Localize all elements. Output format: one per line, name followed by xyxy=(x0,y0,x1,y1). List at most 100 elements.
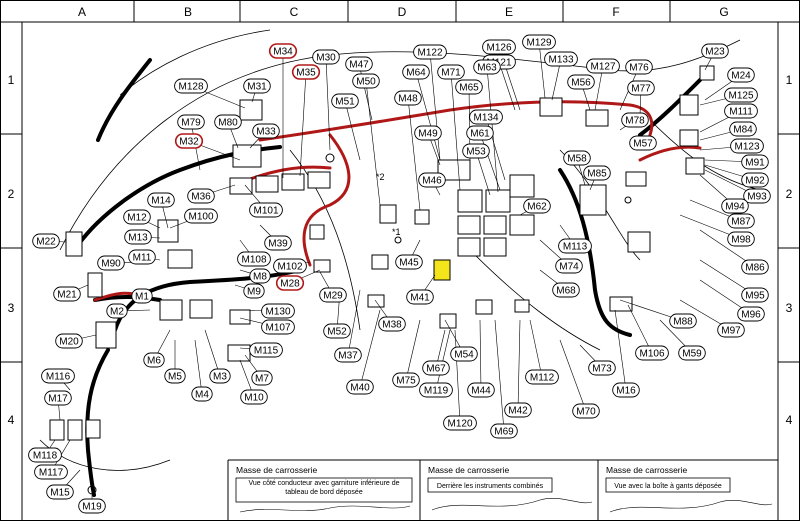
connector-label: M78 xyxy=(625,116,645,127)
connector-callout-m49: M49 xyxy=(414,125,442,141)
connector-oval xyxy=(46,484,74,500)
connector-callout-m5: M5 xyxy=(164,368,186,384)
connector-oval xyxy=(721,198,749,214)
connector-label: M64 xyxy=(406,68,426,79)
inset-caption-box-2 xyxy=(427,477,553,493)
connector-label: M54 xyxy=(454,350,474,361)
connector-oval xyxy=(625,59,653,75)
connector-label: M8 xyxy=(253,272,267,283)
leader-m61 xyxy=(479,132,501,191)
connector-callout-m80: M80 xyxy=(214,114,242,130)
row-label-3-right: 3 xyxy=(786,301,793,315)
connector-oval xyxy=(490,423,518,439)
connector-label: M120 xyxy=(447,419,472,430)
connector-callout-m12: M12 xyxy=(123,209,151,225)
connector-oval xyxy=(378,316,406,332)
row-label-2-left: 2 xyxy=(8,187,15,201)
connector-callout-m58: M58 xyxy=(563,150,591,166)
connector-oval xyxy=(724,87,758,103)
connector-callout-m57: M57 xyxy=(629,135,657,151)
leader-m50 xyxy=(365,80,381,206)
connector-label: M130 xyxy=(265,307,290,318)
inset-title-1: Masse de carrosserie xyxy=(236,465,318,475)
connector-oval xyxy=(251,370,273,386)
connector-oval xyxy=(406,289,434,305)
connector-label: M118 xyxy=(33,451,58,462)
connector-oval xyxy=(437,64,465,80)
connector-callout-m125: M125 xyxy=(724,87,758,103)
connector-callout-m85: M85 xyxy=(583,165,611,181)
connector-oval xyxy=(323,323,351,339)
connector-callout-m4: M4 xyxy=(191,386,213,402)
connector-callout-m46: M46 xyxy=(418,172,446,188)
connector-callout-m21: M21 xyxy=(53,286,81,302)
connector-oval xyxy=(249,202,283,218)
connector-label: M30 xyxy=(316,53,336,64)
connector-oval xyxy=(394,90,422,106)
row-label-1-right: 1 xyxy=(786,73,793,87)
connector-callout-m98: M98 xyxy=(727,231,755,247)
connector-oval xyxy=(28,447,62,463)
connector-label: M117 xyxy=(39,468,64,479)
connector-label: M48 xyxy=(398,94,418,105)
marker-star-1: *1 xyxy=(392,227,401,237)
connector-label: M77 xyxy=(631,84,651,95)
inset-sketches xyxy=(239,498,773,513)
connector-label: M79 xyxy=(181,118,201,129)
connector-callout-m116: M116 xyxy=(41,368,75,384)
connector-callout-m129: M129 xyxy=(522,34,556,50)
connector-label: M56 xyxy=(571,78,591,89)
connector-label: M80 xyxy=(218,118,238,129)
row-label-1-left: 1 xyxy=(8,73,15,87)
connector-label: M50 xyxy=(356,77,376,88)
connector-label: M46 xyxy=(422,176,442,187)
leader-m64 xyxy=(415,71,441,161)
connector-callout-m127: M127 xyxy=(586,58,620,74)
connector-oval xyxy=(291,64,321,80)
connector-oval xyxy=(523,198,551,214)
connector-oval xyxy=(469,109,503,125)
highlighted-component xyxy=(433,259,451,281)
connector-callout-m28: M28 xyxy=(275,275,305,291)
connector-callout-m63: M63 xyxy=(473,59,501,75)
connector-label: M11 xyxy=(133,253,152,264)
connector-label: M3 xyxy=(213,372,227,383)
row-label-4-left: 4 xyxy=(8,413,15,427)
leader-m70 xyxy=(559,339,587,412)
connector-callout-m11: M11 xyxy=(128,249,156,265)
connector-oval xyxy=(563,150,591,166)
inset-caption-3: Vue avec la boîte à gants déposée xyxy=(614,483,722,490)
connector-callout-m120: M120 xyxy=(443,415,477,431)
connector-label: M86 xyxy=(745,263,765,274)
connector-callout-m10: M10 xyxy=(240,389,268,405)
connector-oval xyxy=(78,498,106,514)
connector-oval xyxy=(555,258,583,274)
connector-callout-m52: M52 xyxy=(323,323,351,339)
connector-callout-m41: M41 xyxy=(406,289,434,305)
connector-oval xyxy=(174,78,208,94)
connector-oval xyxy=(586,58,620,74)
connector-oval xyxy=(413,44,447,60)
connector-callout-m113: M113 xyxy=(558,238,592,254)
leader-m106 xyxy=(627,304,653,354)
connector-oval xyxy=(741,172,769,188)
connector-callout-m70: M70 xyxy=(572,403,600,419)
connector-label: M39 xyxy=(268,239,288,250)
connector-oval xyxy=(187,188,215,204)
leader-m4 xyxy=(194,339,203,395)
connector-oval xyxy=(504,402,532,418)
connector-label: M112 xyxy=(530,373,555,384)
connector-callout-m45: M45 xyxy=(395,254,423,270)
connector-oval xyxy=(737,306,765,322)
connector-label: M74 xyxy=(559,262,579,273)
connector-callout-m59: M59 xyxy=(678,345,706,361)
connector-callout-m13: M13 xyxy=(124,229,152,245)
connector-label: M9 xyxy=(247,287,261,298)
connector-oval xyxy=(612,382,640,398)
leader-m40 xyxy=(359,309,381,388)
leader-m129 xyxy=(538,41,546,99)
connector-callout-m107: M107 xyxy=(261,319,295,335)
connector-callout-m78: M78 xyxy=(621,112,649,128)
connector-callout-m112: M112 xyxy=(525,369,559,385)
connector-oval xyxy=(717,322,745,338)
